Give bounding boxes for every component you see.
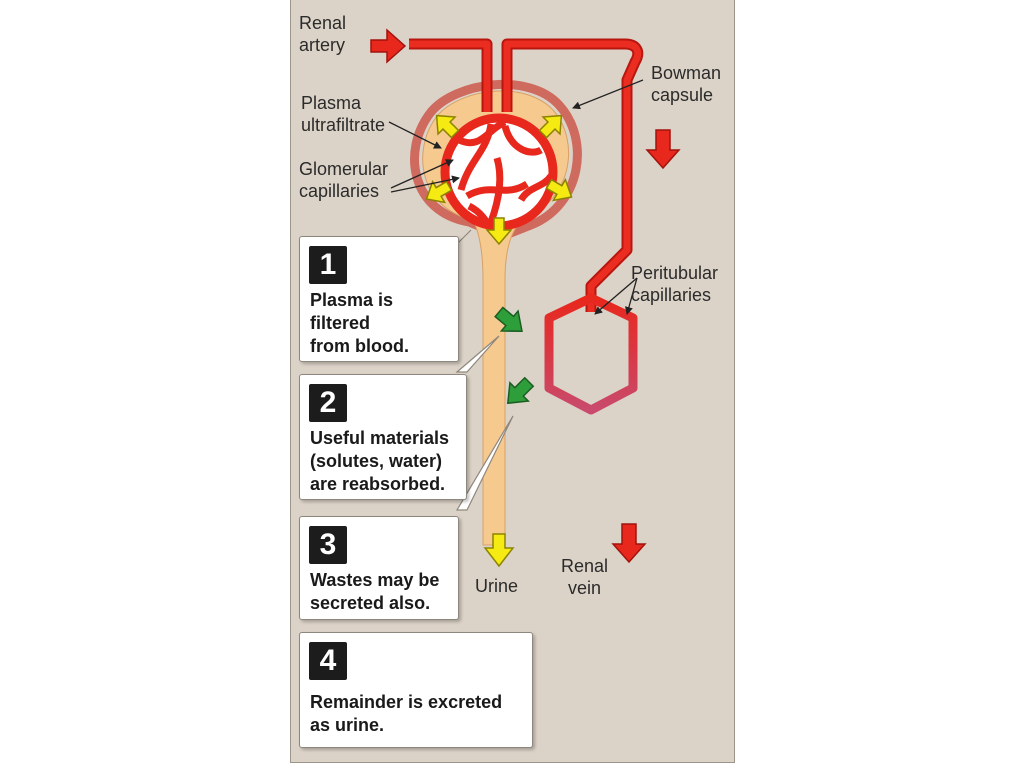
- filtration-arrow-icon: [435, 114, 460, 139]
- leader-peritubular-1: [594, 277, 638, 315]
- step-2-text: Useful materials (solutes, water) are re…: [310, 428, 450, 494]
- glomerulus: [440, 113, 558, 231]
- step-1-box: 1 Plasma is filtered from blood.: [299, 236, 459, 362]
- leader-bowman: [572, 79, 644, 110]
- step-4-text: Remainder is excreted as urine.: [310, 692, 503, 735]
- label-glomerular-capillaries: Glomerular capillaries: [299, 159, 389, 201]
- label-renal-vein: Renal vein: [561, 556, 609, 598]
- label-plasma-ultrafiltrate: Plasma ultrafiltrate: [301, 93, 386, 135]
- step-1-number: 1: [309, 246, 347, 284]
- secretion-arrow-icon: [506, 376, 535, 405]
- arrow-into-artery-icon: [370, 28, 407, 64]
- label-renal-artery: Renal artery: [299, 13, 347, 55]
- step-4-number: 4: [309, 642, 347, 680]
- reabsorption-arrow-icon: [494, 306, 523, 333]
- label-peritubular-capillaries: Peritubular capillaries: [631, 263, 719, 305]
- step-4-box: 4 Remainder is excreted as urine.: [299, 632, 533, 748]
- filtration-arrow-icon: [485, 217, 513, 246]
- leader-glomerular-1: [390, 159, 454, 189]
- step-3-text: Wastes may be secreted also.: [310, 570, 440, 613]
- diagram-panel: Renal artery Bowman capsule Plasma ultra…: [290, 0, 735, 763]
- callout-pointer-2: [455, 335, 500, 373]
- leader-ultrafiltrate: [388, 121, 442, 149]
- label-bowman-capsule: Bowman capsule: [651, 63, 722, 105]
- step-2-box: 2 Useful materials (solutes, water) are …: [299, 374, 467, 500]
- label-urine: Urine: [475, 576, 519, 596]
- leader-peritubular-2: [625, 277, 638, 315]
- step-2-number: 2: [309, 384, 347, 422]
- step-3-box: 3 Wastes may be secreted also.: [299, 516, 459, 620]
- filtration-arrow-icon: [538, 114, 563, 139]
- filtration-arrow-icon: [425, 179, 453, 204]
- callout-pointer-3: [455, 415, 514, 511]
- step-1-text: Plasma is filtered from blood.: [310, 290, 409, 356]
- step-3-number: 3: [309, 526, 347, 564]
- urine-arrow-icon: [483, 533, 515, 568]
- leader-glomerular-2: [390, 175, 460, 193]
- filtration-arrow-icon: [545, 177, 573, 202]
- nephron-diagram: [370, 28, 681, 568]
- bowman-capsule-wall: [410, 80, 582, 241]
- arrow-blood-flow-down-icon: [645, 129, 681, 170]
- arrow-vein-outflow-icon: [611, 523, 647, 564]
